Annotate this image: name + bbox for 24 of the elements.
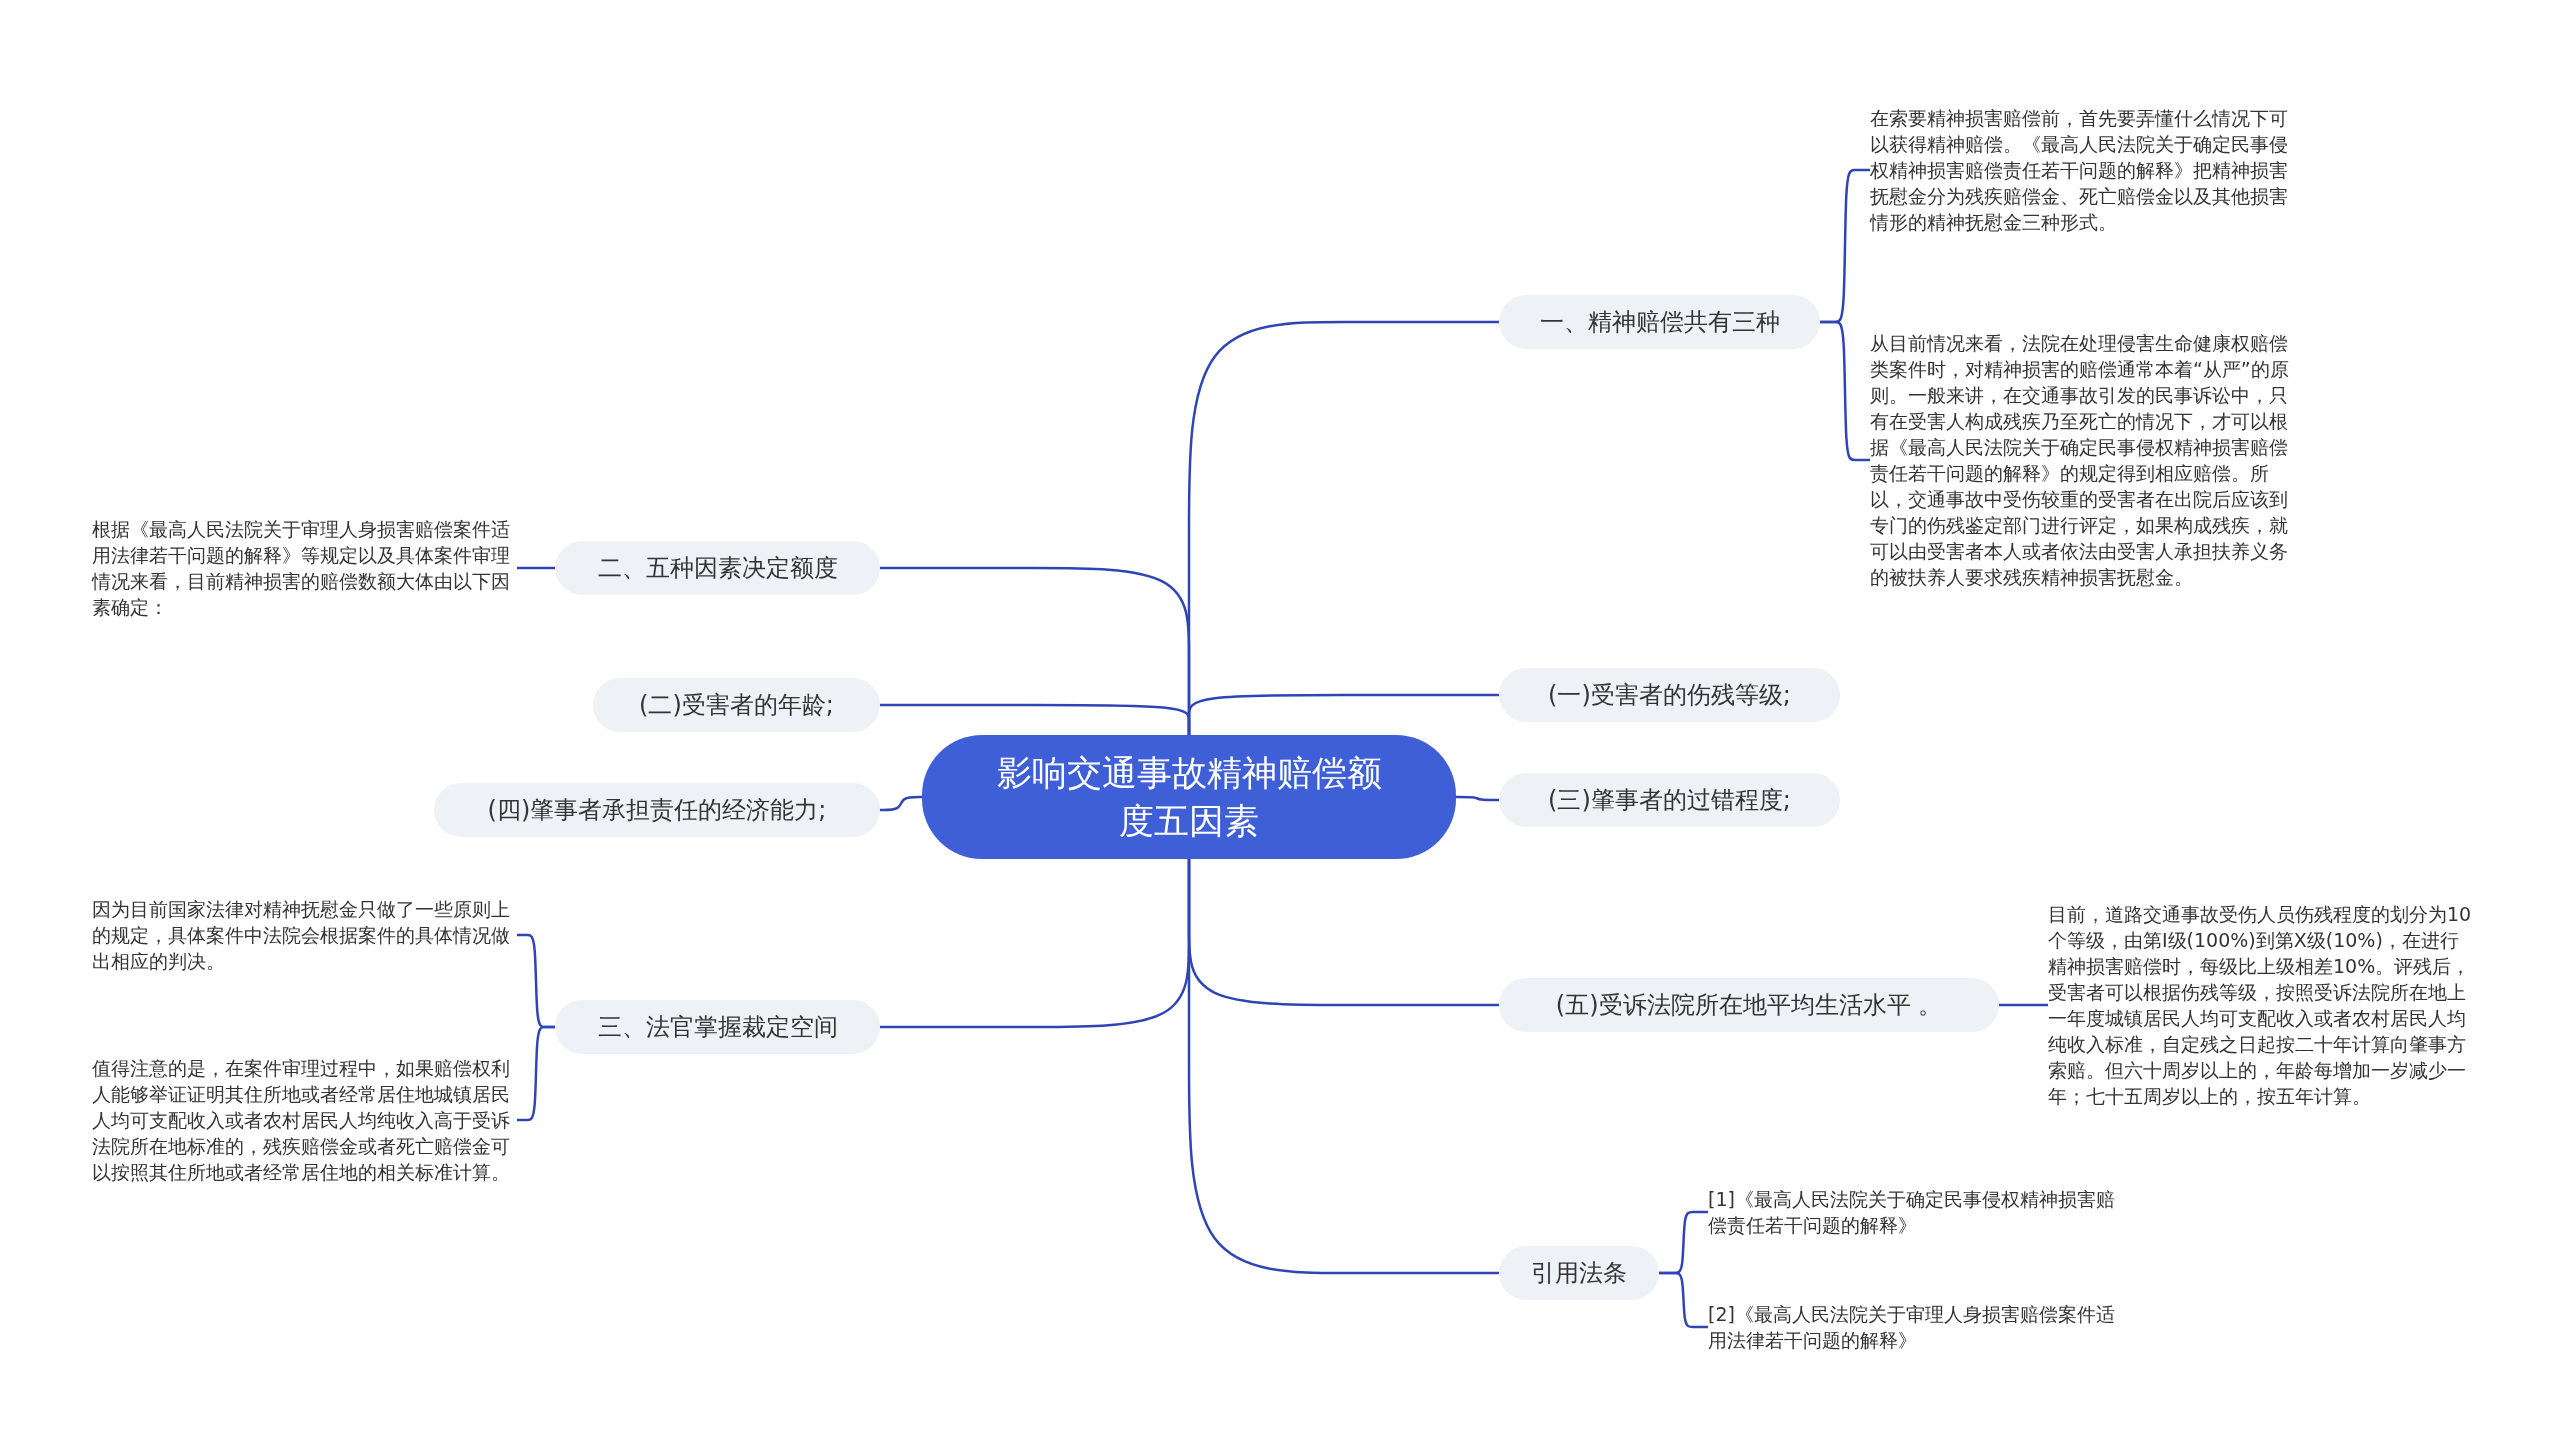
connector-line xyxy=(517,566,555,570)
note-text: 从目前情况来看，法院在处理侵害生命健康权赔偿类案件时，对精神损害的赔偿通常本着“从严”的原则。一般来讲，在交通事故引发的民事诉讼中，只有在受害人构成残疾乃至死亡的情况下，才可以根据《最高人民法院关于确定民事侵权精神损害赔偿责任若干问题的解释》的规定得到相应赔偿。所以，交通事故中受伤较重的受害者在出院后应该到专门的伤残鉴定部门进行评定，如果构成残疾，就可以由受害者本人或者依法由受害人承担扶养义务的被扶养人要求残疾精神损害抚慰金。 xyxy=(1870,330,2300,590)
connector-line xyxy=(1187,859,1499,1275)
topic-box: (二)受害者的年龄; xyxy=(593,678,880,732)
note-text: [1]《最高人民法院关于确定民事侵权精神损害赔偿责任若干问题的解释》 xyxy=(1708,1186,2118,1238)
topic-box: (三)肇事者的过错程度; xyxy=(1499,773,1840,827)
connector-line xyxy=(880,703,1191,735)
note-text: 在索要精神损害赔偿前，首先要弄懂什么情况下可以获得精神赔偿。《最高人民法院关于确定民事侵权精神损害赔偿责任若干问题的解释》把精神损害抚慰金分为残疾赔偿金、死亡赔偿金以及其他损害情形的精神抚慰金三种形式。 xyxy=(1870,105,2300,235)
note-text: 目前，道路交通事故受伤人员伤残程度的划分为10个等级，由第I级(100%)到第X级(10%)，在进行精神损害赔偿时，每级比上级相差10%。评残后，受害者可以根据伤残等级，按照受诉法院所在地上一年度城镇居民人均可支配收入或者农村居民人均纯收入标准，自定残之日起按二十年计算向肇事方索赔。但六十周岁以上的，年龄每增加一岁减少一年；七十五周岁以上的，按五年计算。 xyxy=(2048,901,2473,1109)
connector-line xyxy=(1456,795,1499,802)
topic-box: 三、法官掌握裁定空间 xyxy=(555,1000,880,1054)
central-topic-box: 影响交通事故精神赔偿额度五因素 xyxy=(922,735,1456,859)
topic-box: 二、五种因素决定额度 xyxy=(555,541,880,595)
topic-box: 引用法条 xyxy=(1499,1246,1659,1300)
note-text: [2]《最高人民法院关于审理人身损害赔偿案件适用法律若干问题的解释》 xyxy=(1708,1301,2118,1353)
note-text: 值得注意的是，在案件审理过程中，如果赔偿权利人能够举证证明其住所地或者经常居住地城镇居民人均可支配收入或者农村居民人均纯收入高于受诉法院所在地标准的，残疾赔偿金或者死亡赔偿金可以按照其住所地或者经常居住地的相关标准计算。 xyxy=(92,1055,517,1185)
topic-box: (一)受害者的伤残等级; xyxy=(1499,668,1840,722)
note-text: 根据《最高人民法院关于审理人身损害赔偿案件适用法律若干问题的解释》等规定以及具体案件审理情况来看，目前精神损害的赔偿数额大体由以下因素确定： xyxy=(92,516,517,620)
topic-box: (四)肇事者承担责任的经济能力; xyxy=(434,783,880,837)
connector-line xyxy=(880,795,922,812)
topic-box: (五)受诉法院所在地平均生活水平 。 xyxy=(1499,978,1999,1032)
connector-line xyxy=(1999,1003,2048,1007)
note-text: 因为目前国家法律对精神抚慰金只做了一些原则上的规定，具体案件中法院会根据案件的具体情况做出相应的判决。 xyxy=(92,896,517,974)
topic-box: 一、精神赔偿共有三种 xyxy=(1499,295,1820,349)
